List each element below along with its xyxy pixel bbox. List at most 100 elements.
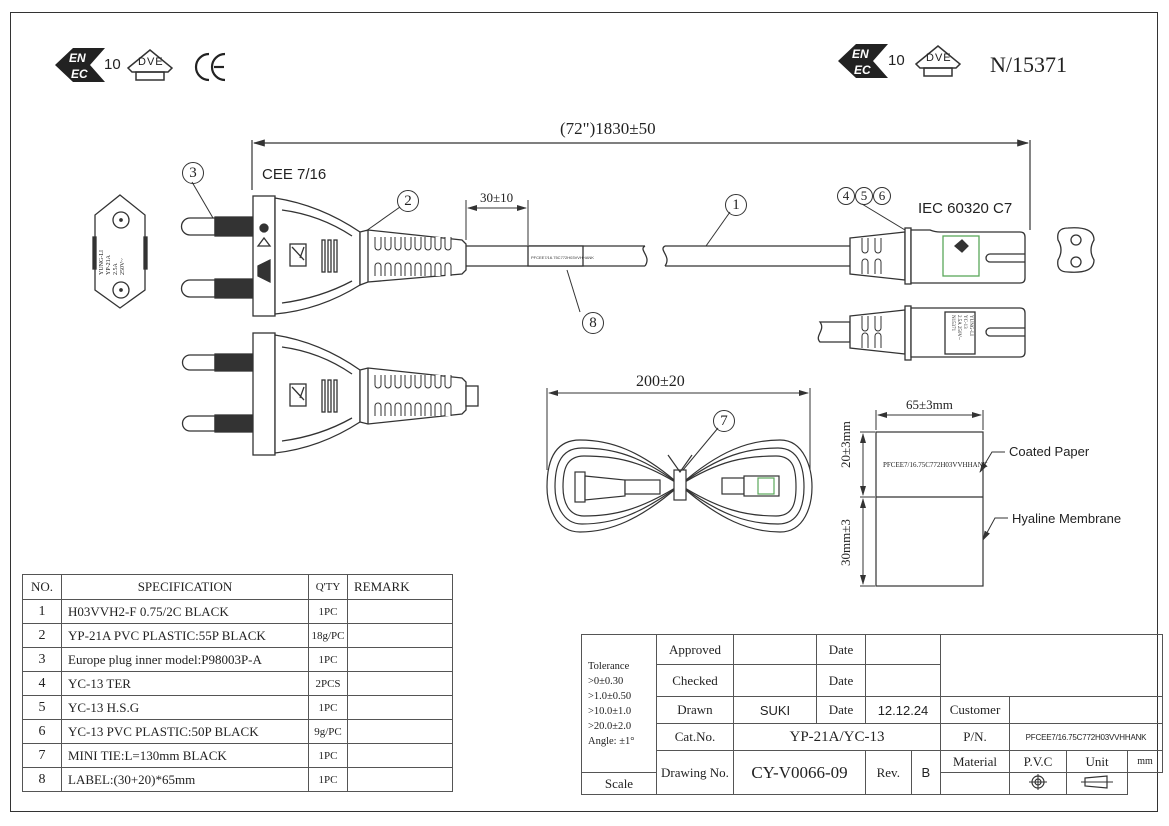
svg-text:EC: EC <box>854 63 871 77</box>
bom-remark <box>347 671 453 696</box>
enec-number-left: 10 <box>104 56 121 73</box>
bom-spec: H03VVH2-F 0.75/2C BLACK <box>61 599 309 624</box>
bom-no: 1 <box>22 599 62 624</box>
pn-label: P/N. <box>940 723 1010 751</box>
scale-label: Scale <box>581 772 657 795</box>
rev-value: B <box>910 750 942 795</box>
tolerance-line: >20.0±2.0 <box>588 720 632 732</box>
bom-qty: 1PC <box>308 767 348 792</box>
bom-qty: 9g/PC <box>308 719 348 744</box>
plug-face-line: 2.5A <box>113 263 119 275</box>
bom-qty: 1PC <box>308 599 348 624</box>
bom-header-specification: SPECIFICATION <box>61 574 309 600</box>
dve-mark-left <box>126 49 174 81</box>
unit-label: Unit <box>1066 750 1128 773</box>
c7-connector-side-view <box>849 227 1026 285</box>
dve-text-left: DVE <box>138 56 164 68</box>
label-width-label: 65±3mm <box>906 397 953 412</box>
coiled-cable-view <box>546 439 813 533</box>
dve-mark-right <box>914 45 962 77</box>
bom-no: 5 <box>22 695 62 720</box>
drawing-no-label: Drawing No. <box>656 750 734 795</box>
label-dimensions <box>860 410 1008 587</box>
balloon-5: 5 <box>855 187 873 205</box>
balloon-1: 1 <box>725 194 747 216</box>
dve-text-right: DVE <box>926 52 952 64</box>
title-block: Tolerance >0±0.30 >1.0±0.50 >10.0±1.0 >2… <box>581 634 1163 795</box>
bom-spec: YC-13 TER <box>61 671 309 696</box>
tolerance-line: >1.0±0.50 <box>588 690 632 702</box>
customer-label: Customer <box>940 696 1010 724</box>
connector-standard-label: IEC 60320 C7 <box>918 200 1013 217</box>
bom-header-remark: REMARK <box>347 574 453 600</box>
bom-remark <box>347 767 453 792</box>
bom-qty: 1PC <box>308 647 348 672</box>
cable-label-text: PFCEE7/16.75C772H03VVHHANK <box>531 255 594 260</box>
cable <box>466 245 850 267</box>
bom-header-no: NO. <box>22 574 62 600</box>
bom-qty: 1PC <box>308 695 348 720</box>
bom-no: 7 <box>22 743 62 768</box>
approved-date-label: Date <box>816 634 866 665</box>
tolerance-line: Angle: ±1° <box>588 735 635 747</box>
bom-no: 3 <box>22 647 62 672</box>
tolerance-line: >10.0±1.0 <box>588 705 632 717</box>
bom-remark <box>347 743 453 768</box>
bom-qty: 2PCS <box>308 671 348 696</box>
balloon-4: 4 <box>837 187 855 205</box>
plug-face-line: YP-21A <box>106 254 112 275</box>
bom-remark <box>347 719 453 744</box>
coated-paper-label: Coated Paper <box>1009 444 1090 459</box>
plug-face-line: YUNG-LI <box>99 250 105 275</box>
bom-remark <box>347 599 453 624</box>
ce-mark <box>194 52 226 82</box>
balloon-leaders <box>191 181 906 471</box>
bom-no: 8 <box>22 767 62 792</box>
drawn-date-label: Date <box>816 696 866 724</box>
bom-spec: MINI TIE:L=130mm BLACK <box>61 743 309 768</box>
balloon-8: 8 <box>582 312 604 334</box>
connector-face-marking: YUNG-LI YC-13 2.5A 250V~ N15371 <box>949 315 973 340</box>
bom-spec: Europe plug inner model:P98003P-A <box>61 647 309 672</box>
hyaline-membrane-label: Hyaline Membrane <box>1012 511 1122 526</box>
tolerance-cell: Tolerance >0±0.30 >1.0±0.50 >10.0±1.0 >2… <box>581 634 657 773</box>
bom-spec: LABEL:(30+20)*65mm <box>61 767 309 792</box>
svg-text:EN: EN <box>69 51 86 65</box>
bom-spec: YP-21A PVC PLASTIC:55P BLACK <box>61 623 309 648</box>
balloon-6: 6 <box>873 187 891 205</box>
label-offset-label: 30±10 <box>480 190 514 205</box>
bom-qty: 18g/PC <box>308 623 348 648</box>
third-angle-projection-icon <box>1081 774 1113 789</box>
tolerance-line: Tolerance <box>588 660 630 672</box>
bom-spec: YC-13 PVC PLASTIC:50P BLACK <box>61 719 309 744</box>
c7-connector-face-view <box>1057 227 1095 273</box>
drawn-date-value: 12.12.24 <box>865 696 941 724</box>
checked-date-value <box>865 664 941 697</box>
bom-remark <box>347 695 453 720</box>
tolerance-line: >0±0.30 <box>588 675 624 687</box>
cat-no-value: YP-21A/YC-13 <box>733 723 941 751</box>
plug-face-view <box>92 194 148 309</box>
checked-value <box>733 664 817 697</box>
bom-no: 4 <box>22 671 62 696</box>
plug-face-line: 250V~ <box>120 258 126 275</box>
enec-mark-left: EN EC <box>55 48 105 82</box>
projection-cone-cell <box>1066 772 1128 795</box>
svg-text:EN: EN <box>852 47 869 61</box>
crosshair-icon <box>1029 773 1047 790</box>
label-membrane-height: 30mm±3 <box>838 519 853 566</box>
bom-remark <box>347 647 453 672</box>
connector-face-line: 2.5A 250V~ <box>956 315 961 340</box>
label-detail <box>875 431 984 587</box>
customer-value <box>1009 696 1163 724</box>
balloon-3: 3 <box>182 162 204 184</box>
approved-date-value <box>865 634 941 665</box>
material-label: Material <box>940 750 1010 773</box>
